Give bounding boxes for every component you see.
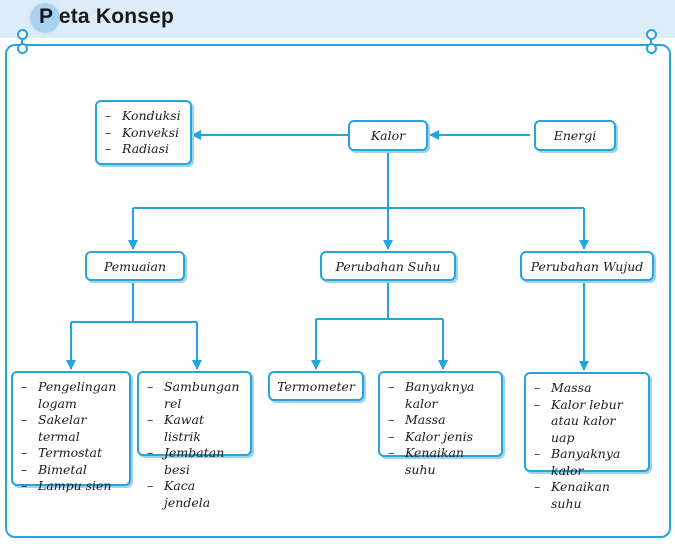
node-energi: Energi [534, 120, 616, 151]
list-item: Kawat listrik [147, 412, 244, 445]
frame-pin-stem-right [650, 36, 652, 46]
list-item: Massa [388, 412, 495, 429]
frame-pin-stem-left [21, 36, 23, 46]
node-pemuaian-list2: Sambungan rel Kawat listrik Jembatan bes… [137, 371, 252, 510]
list-item: Banyaknya kalor [534, 446, 642, 479]
list-item: Banyaknya kalor [388, 379, 495, 412]
list-item: Termostat [21, 445, 123, 462]
node-suhu-list: Banyaknya kalor Massa Kalor jenis Kenaik… [378, 371, 503, 477]
page-title: P eta Konsep [39, 5, 175, 28]
list-item: Kenaikan suhu [388, 445, 495, 478]
list-item: Konveksi [105, 125, 184, 142]
frame-pin-left-lower [17, 43, 28, 54]
node-wujud-list: Massa Kalor lebur atau kalor uap Banyakn… [524, 372, 650, 511]
node-pemuaian: Pemuaian [85, 251, 185, 281]
list-item: Sambungan rel [147, 379, 244, 412]
list-item: Bimetal [21, 462, 123, 479]
list-item: Konduksi [105, 108, 184, 125]
list-item: Lampu sien [21, 478, 123, 495]
node-perubahan-suhu: Perubahan Suhu [320, 251, 456, 281]
list-item: Kalor lebur atau kalor uap [534, 397, 642, 447]
list-item: Kalor jenis [388, 429, 495, 446]
list-item: Massa [534, 380, 642, 397]
diagram-frame [5, 44, 671, 538]
node-termometer: Termometer [268, 371, 364, 401]
list-item: Kenaikan suhu [534, 479, 642, 512]
list-item: Radiasi [105, 141, 184, 158]
header-decoration [30, 3, 60, 33]
list-item: Sakelar termal [21, 412, 123, 445]
node-perubahan-wujud: Perubahan Wujud [520, 251, 654, 281]
list-item: Kaca jendela [147, 478, 244, 511]
header-band [0, 0, 675, 38]
frame-pin-right [646, 29, 657, 40]
node-pemuaian-list1: Pengelingan logam Sakelar termal Termost… [11, 371, 131, 494]
frame-pin-left [17, 29, 28, 40]
list-item: Jembatan besi [147, 445, 244, 478]
node-kalor: Kalor [348, 120, 428, 151]
node-perpindahan: Konduksi Konveksi Radiasi [95, 100, 192, 165]
list-item: Pengelingan logam [21, 379, 123, 412]
frame-pin-right-lower [646, 43, 657, 54]
